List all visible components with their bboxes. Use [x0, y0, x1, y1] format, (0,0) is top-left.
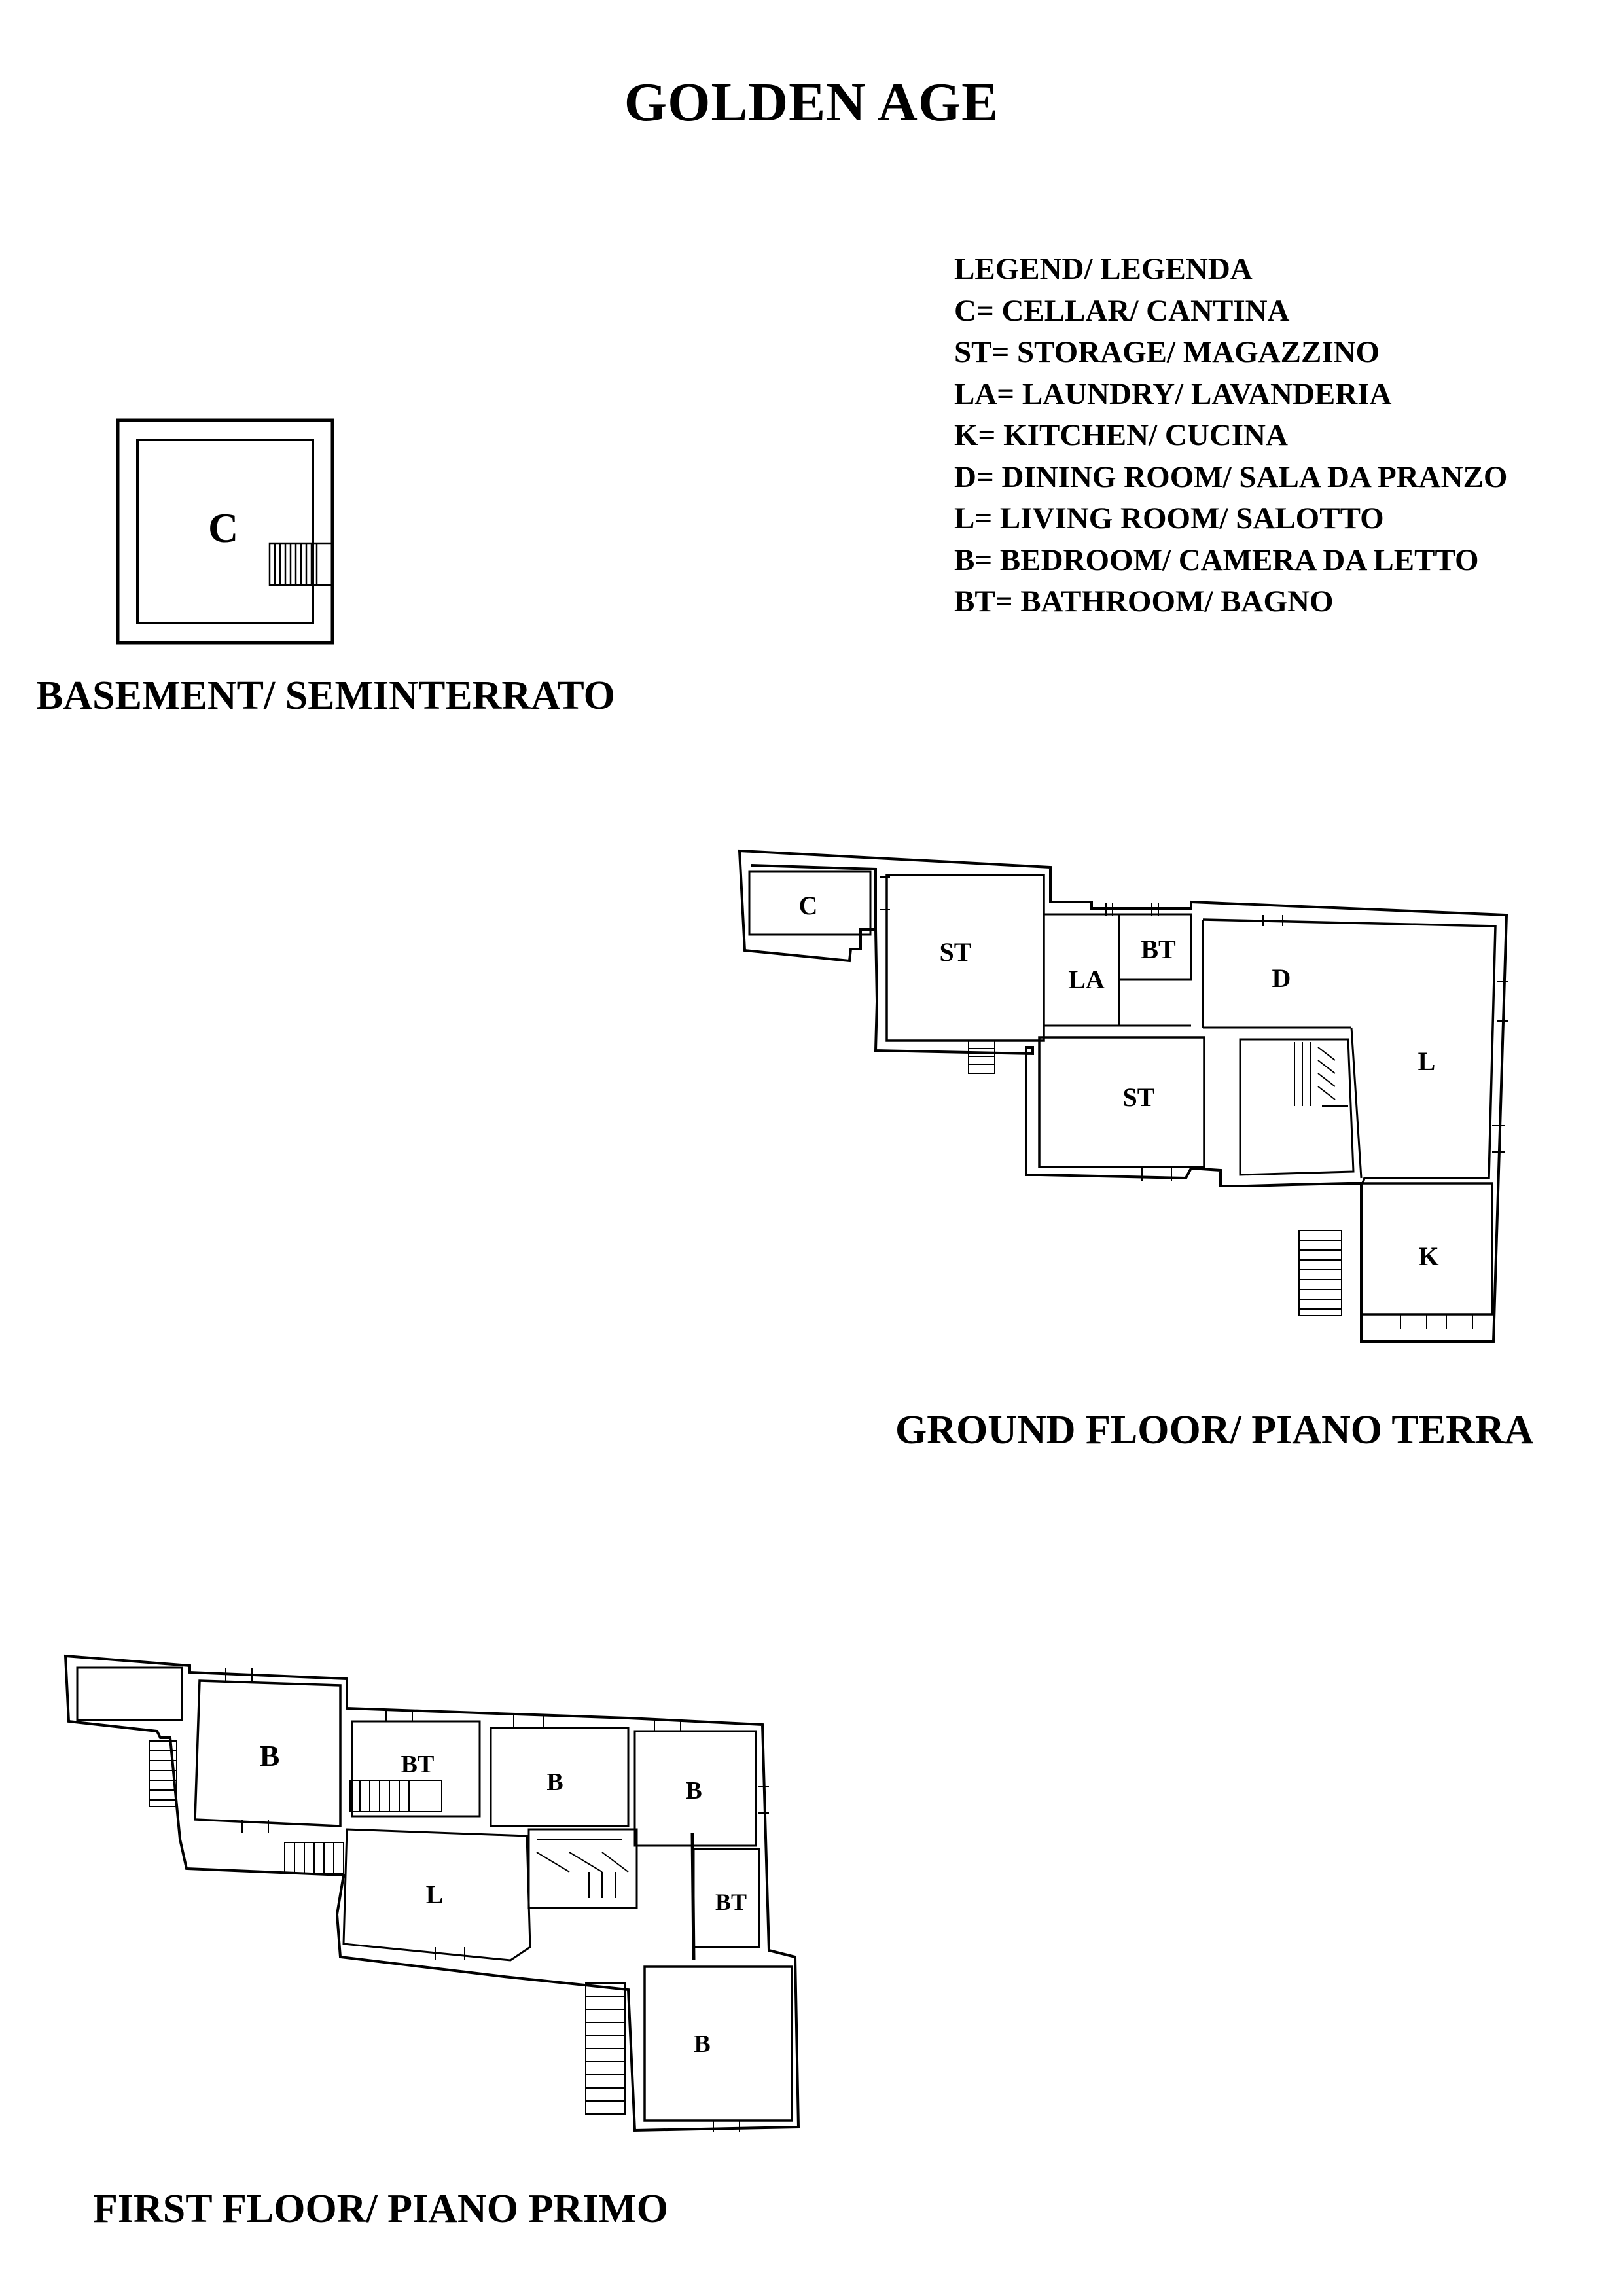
first-l-stair: [284, 1842, 344, 1874]
first-left-stair: [149, 1740, 177, 1807]
first-bt-stair: [349, 1780, 442, 1812]
first-room-b-2: B: [546, 1768, 563, 1796]
ground-entry-stair: [1298, 1230, 1342, 1316]
ground-room-labels: C ST LA BT D L ST K: [799, 891, 1439, 1271]
legend-item-living-room: L= LIVING ROOM/ SALOTTO: [954, 501, 1384, 535]
legend: LEGEND/ LEGENDA C= CELLAR/ CANTINA ST= S…: [954, 249, 1507, 623]
basement-plan: [116, 418, 334, 645]
ground-small-stair: [968, 1040, 995, 1074]
first-long-stair: [585, 1982, 626, 2115]
basement-stair: [268, 542, 334, 586]
first-room-bt-2: BT: [715, 1889, 747, 1915]
ground-floor-plan: [738, 849, 1508, 1343]
ground-room-st-2: ST: [1123, 1083, 1155, 1112]
ground-room-l: L: [1418, 1047, 1436, 1076]
page-title: GOLDEN AGE: [624, 72, 999, 133]
ground-stair: [1294, 1042, 1348, 1107]
ground-windows: [880, 876, 1508, 1329]
legend-item-dining-room: D= DINING ROOM/ SALA DA PRANZO: [954, 459, 1508, 494]
legend-item-laundry: LA= LAUNDRY/ LAVANDERIA: [954, 376, 1392, 411]
first-room-bt-1: BT: [401, 1751, 435, 1778]
basement-room-c: C: [208, 505, 239, 551]
ground-room-k: K: [1418, 1242, 1438, 1271]
ground-room-bt: BT: [1141, 935, 1176, 964]
ground-room-la: LA: [1068, 965, 1105, 994]
first-room-b-4: B: [694, 2030, 710, 2058]
first-room-labels: B BT B B L BT B: [260, 1739, 747, 2058]
first-room-b-1: B: [260, 1739, 280, 1772]
legend-heading: LEGEND/ LEGENDA: [954, 252, 1253, 286]
basement-label: BASEMENT/ SEMINTERRATO: [36, 673, 615, 718]
ground-room-c: C: [799, 891, 818, 920]
legend-item-storage: ST= STORAGE/ MAGAZZINO: [954, 335, 1380, 369]
legend-item-bedroom: B= BEDROOM/ CAMERA DA LETTO: [954, 543, 1479, 577]
first-windows: [225, 1668, 769, 2132]
first-floor-plan: [63, 1654, 800, 2132]
first-stair: [536, 1839, 629, 1898]
ground-room-st-1: ST: [940, 937, 972, 967]
legend-item-bathroom: BT= BATHROOM/ BAGNO: [954, 584, 1334, 619]
first-room-l: L: [426, 1880, 444, 1909]
ground-room-d: D: [1272, 963, 1291, 993]
ground-floor-label: GROUND FLOOR/ PIANO TERRA: [895, 1408, 1534, 1452]
legend-item-kitchen: K= KITCHEN/ CUCINA: [954, 418, 1288, 452]
first-floor-label: FIRST FLOOR/ PIANO PRIMO: [93, 2187, 668, 2231]
legend-item-cellar: C= CELLAR/ CANTINA: [954, 293, 1290, 328]
first-room-b-3: B: [685, 1777, 702, 1804]
